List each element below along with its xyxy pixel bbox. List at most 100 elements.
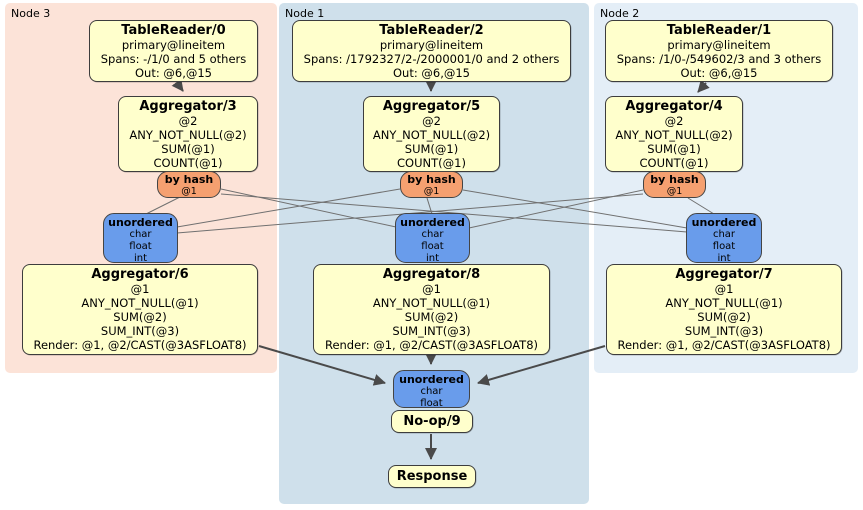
processor-tablereader-1: TableReader/1 primary@lineitem Spans: /1… [605, 20, 833, 82]
router-detail: @1 [423, 186, 440, 197]
edge-byhash3-un1 [220, 188, 397, 228]
processor-detail: primary@lineitem [667, 38, 771, 52]
processor-detail: Spans: -/1/0 and 5 others [100, 52, 247, 66]
processor-detail: @1 [714, 282, 734, 296]
router-title: by hash [650, 173, 699, 186]
processor-aggregator-3: Aggregator/3 @2 ANY_NOT_NULL(@2) SUM(@1)… [118, 96, 258, 172]
processor-aggregator-6: Aggregator/6 @1 ANY_NOT_NULL(@1) SUM(@2)… [22, 264, 258, 355]
edge-byhash4-un1 [468, 189, 644, 229]
processor-detail: SUM_INT(@3) [392, 324, 471, 338]
processor-title: Response [396, 469, 468, 484]
processor-title: TableReader/2 [379, 23, 484, 38]
sync-title: unordered [691, 216, 757, 229]
processor-aggregator-4: Aggregator/4 @2 ANY_NOT_NULL(@2) SUM(@1)… [605, 96, 743, 172]
processor-title: Aggregator/8 [382, 267, 481, 282]
processor-detail: ANY_NOT_NULL(@1) [372, 296, 491, 310]
processor-detail: primary@lineitem [379, 38, 484, 52]
sync-detail: int [717, 253, 731, 264]
router-by-hash-5: by hash @1 [400, 171, 463, 198]
processor-noop-9: No-op/9 [391, 410, 473, 433]
router-detail: @1 [181, 186, 197, 197]
edge-byhash3-un3 [145, 196, 181, 215]
processor-detail: Render: @1, @2/CAST(@3ASFLOAT8) [617, 338, 831, 352]
processor-detail: ANY_NOT_NULL(@1) [81, 296, 199, 310]
sync-title: unordered [400, 216, 465, 229]
processor-detail: @2 [664, 114, 684, 128]
router-title: by hash [407, 173, 456, 186]
processor-title: TableReader/0 [121, 23, 226, 38]
processor-detail: COUNT(@1) [639, 156, 709, 170]
processor-detail: SUM_INT(@3) [684, 324, 764, 338]
sync-detail: int [133, 253, 148, 264]
arrow-tr1-agg4 [697, 79, 710, 93]
router-detail: @1 [666, 186, 683, 197]
processor-tablereader-0: TableReader/0 primary@lineitem Spans: -/… [89, 20, 258, 82]
sync-detail: float [420, 398, 443, 409]
processor-detail: Out: @6,@15 [393, 66, 470, 80]
processor-aggregator-5: Aggregator/5 @2 ANY_NOT_NULL(@2) SUM(@1)… [363, 96, 500, 172]
sync-unordered-node3: unordered char float int [103, 213, 178, 264]
processor-title: Aggregator/6 [91, 267, 189, 282]
processor-aggregator-8: Aggregator/8 @1 ANY_NOT_NULL(@1) SUM(@2)… [313, 264, 550, 355]
processor-detail: @1 [422, 282, 441, 296]
processor-detail: Out: @6,@15 [680, 66, 758, 80]
processor-aggregator-7: Aggregator/7 @1 ANY_NOT_NULL(@1) SUM(@2)… [606, 264, 842, 355]
processor-detail: Spans: /1/0-/549602/3 and 3 others [616, 52, 822, 66]
processor-detail: Render: @1, @2/CAST(@3ASFLOAT8) [33, 338, 247, 352]
edge-byhash4-un2 [687, 197, 715, 215]
processor-detail: Render: @1, @2/CAST(@3ASFLOAT8) [324, 338, 539, 352]
sync-title: unordered [108, 216, 173, 229]
processor-detail: SUM(@2) [697, 310, 751, 324]
processor-title: Aggregator/5 [382, 99, 481, 114]
sync-detail: float [129, 241, 152, 252]
group-label: Node 3 [11, 7, 51, 20]
flow-arrows [171, 78, 710, 460]
sync-detail: float [712, 241, 736, 252]
processor-detail: Spans: /1792327/2-/2000001/0 and 2 other… [303, 52, 560, 66]
sync-unordered-node1: unordered char float int [395, 213, 470, 264]
sync-title: unordered [399, 373, 464, 386]
processor-title: Aggregator/4 [625, 99, 723, 114]
processor-detail: primary@lineitem [121, 38, 226, 52]
processor-detail: SUM(@1) [404, 142, 459, 156]
processor-detail: @1 [130, 282, 150, 296]
processor-detail: ANY_NOT_NULL(@2) [615, 128, 733, 142]
processor-response: Response [388, 465, 476, 488]
processor-detail: SUM(@1) [161, 142, 215, 156]
sync-detail: char [420, 386, 443, 397]
processor-detail: ANY_NOT_NULL(@2) [129, 128, 247, 142]
processor-detail: ANY_NOT_NULL(@2) [372, 128, 491, 142]
processor-title: Aggregator/7 [675, 267, 773, 282]
processor-detail: SUM(@2) [404, 310, 459, 324]
sync-detail: char [129, 229, 152, 240]
router-by-hash-3: by hash @1 [157, 171, 221, 198]
router-by-hash-4: by hash @1 [643, 171, 706, 198]
processor-detail: COUNT(@1) [397, 156, 466, 170]
processor-detail: SUM(@2) [113, 310, 167, 324]
processor-detail: @2 [178, 114, 198, 128]
edge-byhash5-un2 [462, 189, 688, 229]
processor-title: TableReader/1 [666, 23, 772, 38]
processor-tablereader-2: TableReader/2 primary@lineitem Spans: /1… [292, 20, 571, 82]
processor-detail: COUNT(@1) [153, 156, 223, 170]
edge-byhash5-un3 [176, 188, 401, 228]
sync-detail: char [421, 229, 444, 240]
router-title: by hash [164, 173, 214, 186]
sync-unordered-final: unordered char float [393, 370, 470, 409]
arrow-tr0-agg3 [171, 78, 184, 92]
sync-unordered-node2: unordered char float int [686, 213, 762, 264]
group-label: Node 2 [600, 7, 640, 20]
processor-detail: Out: @6,@15 [135, 66, 212, 80]
sync-detail: float [421, 241, 444, 252]
sync-detail: int [425, 253, 440, 264]
processor-detail: SUM_INT(@3) [100, 324, 180, 338]
processor-title: No-op/9 [403, 414, 461, 429]
group-label: Node 1 [285, 7, 325, 20]
sync-detail: char [712, 229, 736, 240]
processor-title: Aggregator/3 [139, 99, 237, 114]
arrow-agg7-unfinal [477, 345, 606, 386]
processor-detail: SUM(@1) [647, 142, 701, 156]
processor-detail: ANY_NOT_NULL(@1) [665, 296, 783, 310]
processor-detail: @2 [422, 114, 441, 128]
